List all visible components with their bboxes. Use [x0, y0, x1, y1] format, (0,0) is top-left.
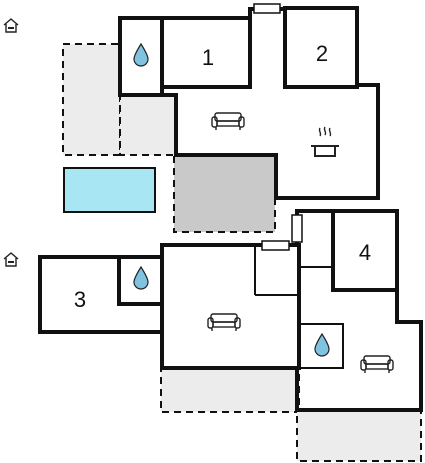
room-3-outline — [38, 255, 164, 334]
room-label-4: 4 — [359, 240, 371, 265]
sofa-icon — [360, 355, 394, 373]
window — [253, 3, 281, 14]
terrace — [119, 93, 177, 156]
sofa-icon — [211, 112, 245, 130]
water-drop-icon — [314, 332, 330, 357]
terrace — [296, 410, 422, 462]
room-label-3: 3 — [74, 287, 86, 312]
cooking-pot-icon — [311, 126, 339, 157]
house-icon — [3, 18, 19, 33]
water-drop-icon — [133, 42, 149, 67]
room-label-1: 1 — [202, 45, 214, 70]
terrace — [160, 367, 300, 413]
water-drop-icon — [133, 265, 149, 290]
terrace-covered — [173, 154, 276, 233]
sofa-icon — [207, 313, 241, 331]
pool — [63, 167, 156, 213]
window — [261, 240, 290, 251]
window — [291, 214, 303, 243]
room-label-2: 2 — [316, 41, 328, 66]
terrace — [62, 43, 121, 156]
house-icon — [3, 252, 19, 267]
